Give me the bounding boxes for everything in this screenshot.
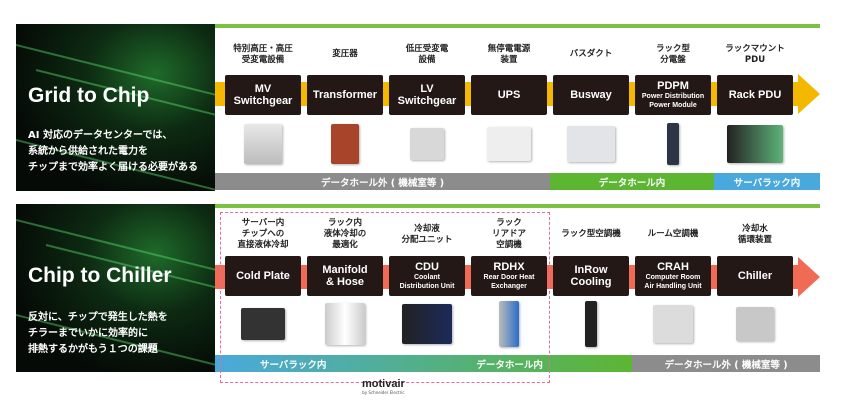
component-name: CDU — [415, 261, 439, 273]
component-name: Cold Plate — [236, 270, 290, 282]
component-box: Busway — [553, 75, 629, 115]
component-subtitle: Rear Door Heat Exchanger — [483, 274, 535, 290]
product-image — [244, 124, 282, 164]
component-box: UPS — [471, 75, 547, 115]
item-label-jp: バスダクト — [569, 49, 613, 59]
component-name: Transformer — [312, 89, 378, 101]
green-top-line — [215, 204, 820, 208]
component-name: LV Switchgear — [397, 83, 457, 107]
product-image — [325, 303, 365, 345]
zone-datahall: データホール内 — [550, 173, 714, 190]
product-image — [241, 308, 285, 340]
item-label-jp: 低圧受変電 設備 — [405, 43, 449, 65]
zone-outside-datahall: データホール外 ( 機械室等 ) — [215, 173, 550, 190]
component-subtitle: Coolant Distribution Unit — [399, 274, 455, 290]
grid-to-chip-hero: Grid to Chip AI 対応のデータセンターでは、系統から供給された電力… — [16, 24, 215, 191]
arrow-head — [798, 257, 820, 297]
chip-to-chiller-hero: Chip to Chiller 反対に、チップで発生した熱をチラーまでいかに効率… — [16, 204, 215, 372]
component-name: RDHX — [493, 261, 525, 273]
component-box: MV Switchgear — [225, 75, 301, 115]
arrow-head — [798, 74, 820, 114]
component-name: PDPM — [657, 80, 689, 92]
item-label-jp: ラック内 液体冷却の 最適化 — [323, 218, 367, 250]
component-box: InRow Cooling — [553, 256, 629, 296]
grid-to-chip-description: AI 対応のデータセンターでは、系統から供給された電力をチップまで効率よく届ける… — [28, 130, 198, 173]
component-box: Cold Plate — [225, 256, 301, 296]
component-subtitle: Power Distribution Power Module — [641, 93, 705, 109]
component-subtitle: Computer Room Air Handling Unit — [644, 274, 702, 290]
motivair-scope-outline — [220, 212, 550, 383]
product-image — [653, 305, 693, 343]
product-image — [667, 123, 679, 165]
component-name: Manifold & Hose — [322, 264, 368, 288]
product-image — [487, 127, 531, 161]
product-image — [402, 304, 452, 344]
component-name: MV Switchgear — [233, 83, 293, 107]
green-top-line — [215, 24, 820, 28]
grid-to-chip-title: Grid to Chip — [28, 84, 150, 107]
product-image — [499, 301, 519, 347]
item-label-jp: 特別高圧・高圧 受変電設備 — [233, 43, 293, 65]
component-box: LV Switchgear — [389, 75, 465, 115]
product-image — [567, 126, 615, 162]
component-box: Chiller — [717, 256, 793, 296]
component-name: InRow Cooling — [570, 264, 612, 288]
component-name: Busway — [570, 89, 612, 101]
item-label-jp: ラック型 分電盤 — [655, 43, 690, 65]
component-name: Rack PDU — [728, 89, 782, 101]
product-image — [736, 307, 774, 341]
zone-server-rack: サーバラック内 — [714, 173, 820, 190]
chip-to-chiller-title: Chip to Chiller — [28, 264, 172, 287]
item-label-jp: ラック リアドア 空調機 — [491, 218, 526, 250]
zone-server-rack-to-datahall: サーバラック内 データホール内 — [215, 355, 632, 372]
motivair-logo: motivair by Schneider Electric — [362, 378, 405, 395]
zone-outside-datahall: データホール外 ( 機械室等 ) — [632, 355, 820, 372]
component-box: Transformer — [307, 75, 383, 115]
component-name: CRAH — [657, 261, 689, 273]
product-image — [585, 301, 597, 347]
item-label-jp: ラック型空調機 — [561, 229, 621, 239]
product-image — [331, 124, 359, 164]
product-image — [410, 128, 444, 160]
item-label-jp: 変圧器 — [332, 49, 358, 59]
component-name: UPS — [497, 89, 521, 101]
item-label-jp: 無停電電源 装置 — [487, 43, 531, 65]
chip-to-chiller-panel: Chip to Chiller 反対に、チップで発生した熱をチラーまでいかに効率… — [16, 204, 820, 372]
grid-to-chip-panel: Grid to Chip AI 対応のデータセンターでは、系統から供給された電力… — [16, 24, 820, 191]
component-box: Manifold & Hose — [307, 256, 383, 296]
item-label-jp: 冷却液 分配ユニット — [401, 223, 453, 245]
item-label-jp: ラックマウント PDU — [725, 43, 785, 65]
item-label-jp: ルーム空調機 — [647, 229, 699, 239]
chip-to-chiller-description: 反対に、チップで発生した熱をチラーまでいかに効率的に排熱するかがもう１つの課題 — [28, 312, 168, 355]
item-label-jp: サーバー内 チップへの 直接液体冷却 — [237, 218, 289, 250]
component-name: Chiller — [737, 270, 773, 282]
item-label-jp: 冷却水 循環装置 — [737, 223, 772, 245]
product-image — [727, 125, 783, 163]
component-box: Rack PDU — [717, 75, 793, 115]
